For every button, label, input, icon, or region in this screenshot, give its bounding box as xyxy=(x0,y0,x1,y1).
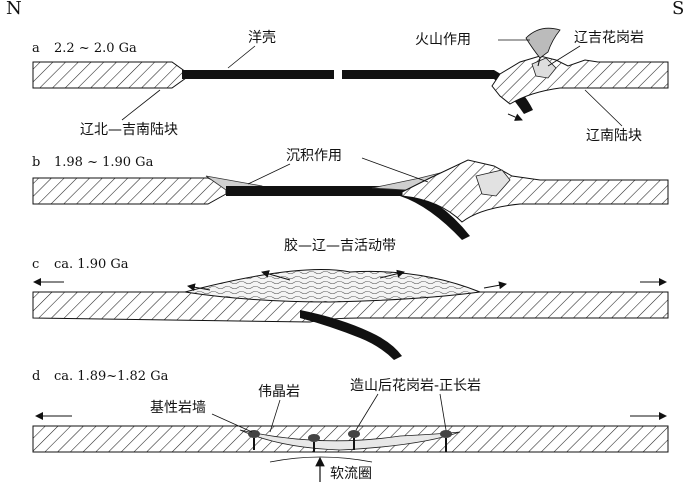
south-block-b xyxy=(401,159,669,223)
panel-c-age: ca. 1.90 Ga xyxy=(54,257,129,272)
mobile-belt-lens xyxy=(184,269,482,303)
intrusion-4 xyxy=(440,430,452,452)
collided-plate-c xyxy=(32,291,669,323)
intrusion-1 xyxy=(248,430,260,450)
north-label: N xyxy=(6,0,22,19)
panel-d: d ca. 1.89~1.82 Ga 伟晶岩 造山后花岗岩-正长岩 基性岩墙 软… xyxy=(32,369,669,482)
panel-b-letter: b xyxy=(32,155,40,170)
ocean-crust-a-left xyxy=(182,70,334,79)
ocean-crust-label: 洋壳 xyxy=(248,29,276,46)
sedimentation-label: 沉积作用 xyxy=(286,148,342,164)
intrusion-2 xyxy=(308,434,320,452)
volcanism-label: 火山作用 xyxy=(415,32,471,48)
slab-c xyxy=(300,310,402,360)
intrusion-3 xyxy=(348,430,360,450)
lithosphere-d xyxy=(32,425,669,453)
south-label: S xyxy=(672,0,684,19)
north-block-a xyxy=(32,61,187,89)
panel-d-letter: d xyxy=(32,369,40,384)
north-block-b xyxy=(32,177,227,205)
panel-c: c ca. 1.90 Ga 胶—辽—吉活动带 xyxy=(32,237,669,360)
granite-body-b xyxy=(475,169,511,197)
thinned-zone-d xyxy=(239,429,461,451)
asthenosphere-label: 软流圈 xyxy=(330,466,372,482)
granite-body-a xyxy=(531,57,557,79)
south-block-a xyxy=(491,55,669,105)
south-block-label: 辽南陆块 xyxy=(586,128,642,144)
panel-b-age: 1.98 ~ 1.90 Ga xyxy=(54,155,154,170)
panel-c-letter: c xyxy=(32,257,39,272)
panel-b: b 1.98 ~ 1.90 Ga 沉积作用 xyxy=(32,148,669,240)
panel-a-age: 2.2 ~ 2.0 Ga xyxy=(54,41,137,56)
north-block-label: 辽北—吉南陆块 xyxy=(80,122,178,138)
volcano-icon xyxy=(525,27,561,59)
panel-d-age: ca. 1.89~1.82 Ga xyxy=(54,369,169,384)
mafic-dyke-label: 基性岩墙 xyxy=(150,399,206,416)
panel-a: a 2.2 ~ 2.0 Ga 洋壳 火山作用 辽吉花岗岩 xyxy=(32,27,669,121)
pegmatite-label: 伟晶岩 xyxy=(258,384,300,400)
panel-a-letter: a xyxy=(32,41,40,56)
post-orogenic-label: 造山后花岗岩-正长岩 xyxy=(350,378,481,394)
mobile-belt-label: 胶—辽—吉活动带 xyxy=(284,237,396,254)
ocean-crust-a-right xyxy=(342,70,533,114)
liaoji-granite-label: 辽吉花岗岩 xyxy=(574,30,644,46)
ocean-crust-b xyxy=(226,186,470,240)
subduction-arrow-a xyxy=(507,113,523,121)
